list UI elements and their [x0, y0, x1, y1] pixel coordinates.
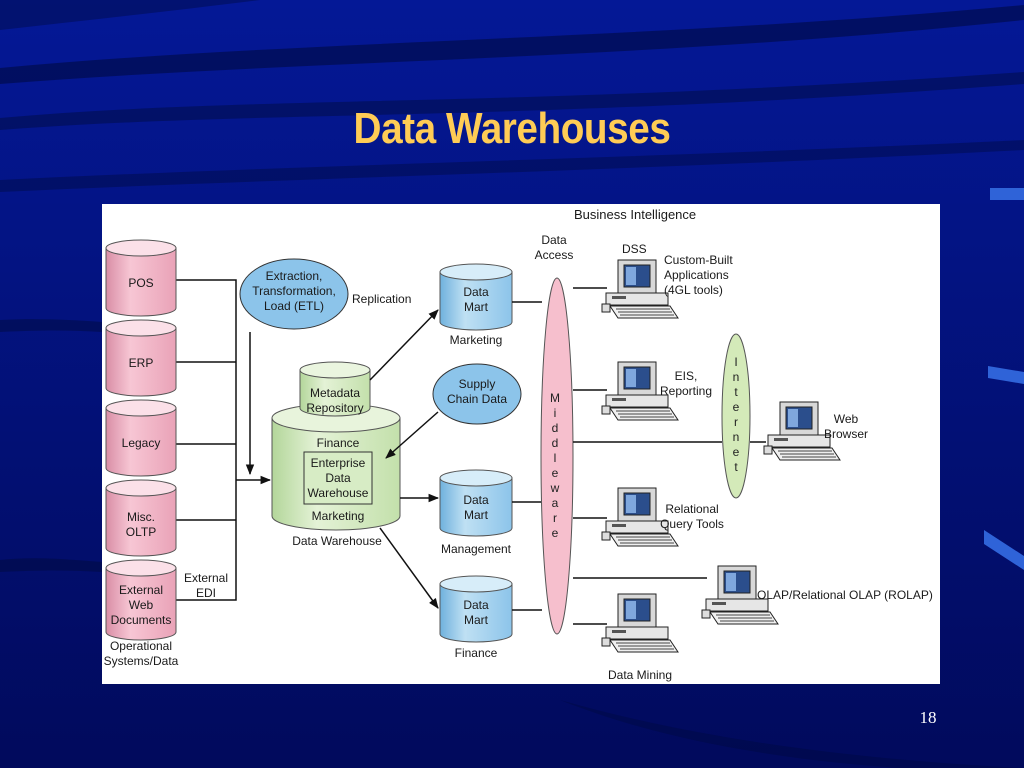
middleware-letter: l — [553, 451, 557, 465]
middleware-letter: i — [553, 406, 557, 420]
olap-label: OLAP/Relational OLAP (ROLAP) — [757, 588, 933, 602]
relational-query-label: Relational Query Tools — [660, 502, 724, 531]
internet-letter: e — [732, 445, 740, 459]
etl-label: Extraction, Transformation, Load (ETL) — [252, 269, 336, 313]
middleware-letter: M — [550, 391, 560, 405]
eis-label: EIS, Reporting — [659, 369, 713, 398]
internet-letter: t — [734, 385, 738, 399]
source-connectors — [176, 279, 272, 601]
source-cylinder-pos — [105, 239, 177, 317]
middleware-letter: w — [550, 481, 560, 495]
supply-chain-ellipse — [432, 363, 522, 425]
warehouse-bottom-label: Marketing — [311, 509, 365, 523]
warehouse-connectors — [369, 309, 440, 609]
internet-ellipse — [721, 333, 751, 499]
sources-caption: Operational Systems/Data — [103, 639, 179, 668]
access-connectors — [573, 287, 766, 625]
internet-letter: n — [732, 430, 740, 444]
data-access-label: Data Access — [534, 233, 574, 262]
source-cylinder-oltp — [105, 479, 177, 557]
middleware-ellipse — [540, 277, 574, 635]
source-label-oltp: Misc. OLTP — [125, 510, 157, 539]
data-mart-caption-finance: Finance — [454, 646, 498, 660]
data-mart-label-finance: Data Mart — [463, 598, 489, 627]
data-mart-caption-management: Management — [440, 542, 512, 556]
warehouse-caption: Data Warehouse — [292, 534, 382, 548]
middleware-letter: e — [551, 466, 559, 480]
data-mining-label: Data Mining — [607, 668, 673, 682]
internet-letter: n — [732, 370, 740, 384]
source-cylinder-erp — [105, 319, 177, 397]
source-cylinder-legacy — [105, 399, 177, 477]
data-mart-management — [439, 469, 513, 537]
dss-label: DSS — [622, 242, 647, 256]
data-mart-finance — [439, 575, 513, 643]
data-mart-cylinders — [439, 263, 513, 643]
middleware-letter: r — [553, 511, 557, 525]
replication-label: Replication — [352, 292, 412, 306]
external-edi-label: External EDI — [183, 571, 229, 600]
source-cylinder-external — [105, 559, 177, 641]
source-label-pos: POS — [128, 276, 154, 290]
data-mart-label-management: Data Mart — [463, 493, 489, 522]
source-label-external: External Web Documents — [110, 583, 172, 627]
middleware-letter: d — [551, 436, 559, 450]
supply-chain-label: Supply Chain Data — [446, 377, 508, 406]
internet-letter: r — [734, 415, 738, 429]
warehouse-top-label: Finance — [316, 436, 360, 450]
data-mart-marketing — [439, 263, 513, 331]
data-mart-label-marketing: Data Mart — [463, 285, 489, 314]
business-intelligence-heading: Business Intelligence — [574, 207, 697, 222]
internet-letter: t — [734, 460, 738, 474]
computer-icon-mining — [601, 593, 679, 653]
diagram-panel: Business Intelligence POS ERP Legacy Mis… — [102, 204, 940, 684]
internet-letter: I — [734, 355, 738, 369]
middleware-letter: a — [551, 496, 559, 510]
data-mart-caption-marketing: Marketing — [449, 333, 503, 347]
etl-ellipse — [239, 258, 349, 330]
web-browser-label: Web Browser — [823, 412, 868, 441]
warehouse-cylinder — [271, 361, 401, 531]
source-label-erp: ERP — [128, 356, 154, 370]
mart-connectors — [512, 301, 542, 611]
slide-title: Data Warehouses — [353, 104, 671, 153]
warehouse-core-label: Enterprise Data Warehouse — [307, 456, 369, 500]
middleware-letter: d — [551, 421, 559, 435]
middleware-letter: e — [551, 526, 559, 540]
metadata-label: Metadata Repository — [306, 386, 364, 415]
source-cylinders — [105, 239, 177, 641]
source-label-legacy: Legacy — [121, 436, 161, 450]
custom-apps-label: Custom-Built Applications (4GL tools) — [664, 253, 733, 297]
diagram-graphics — [105, 239, 841, 653]
side-stripes — [984, 188, 1024, 570]
page-number: 18 — [919, 708, 937, 727]
internet-letter: e — [732, 400, 740, 414]
